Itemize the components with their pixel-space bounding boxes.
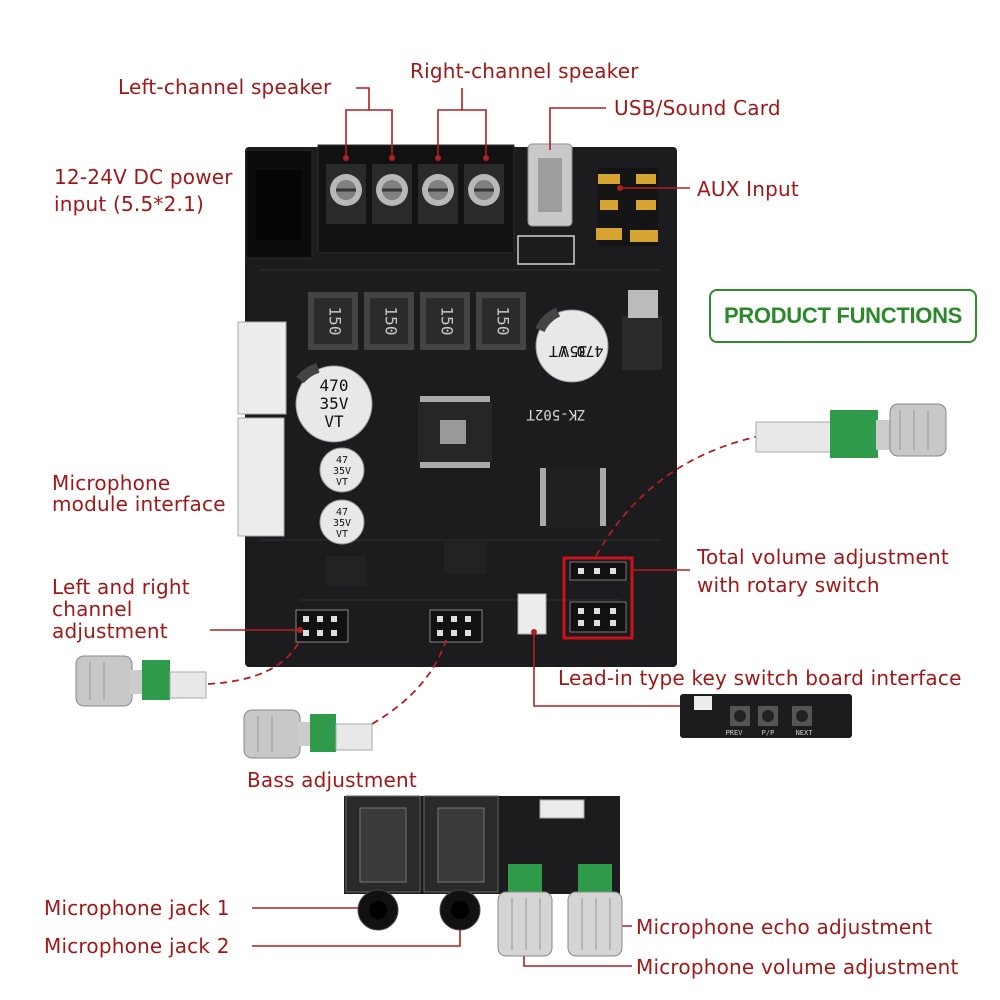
label-right-speaker: Right-channel speaker [410,59,639,83]
usb-port [527,143,573,227]
leader-left-speaker [345,87,393,158]
total-volume-header [562,556,634,640]
lr-channel-potentiometer [75,655,207,707]
leader-usb [549,107,606,150]
cap-voltage: 35V [560,342,587,360]
key-switch-board: PREV P/P NEXT [680,694,852,738]
cap-value: 470 [320,376,349,395]
label-mic-jack2: Microphone jack 2 [44,934,230,958]
dsp-ic-1 [326,556,366,586]
leader-right-speaker [437,88,487,158]
inductor-2: 150 [364,292,414,350]
amplifier-ic [418,396,492,468]
inductor-3: 150 [420,292,470,350]
svg-text:VT: VT [336,529,348,540]
inductor-1: 150 [308,292,358,350]
terminal-screw-2 [372,164,412,224]
dc-power-jack [245,149,313,259]
speaker-terminal-block [317,144,515,254]
svg-text:47: 47 [336,455,348,466]
volume-potentiometer [755,403,947,458]
bluetooth-ic [540,466,606,528]
microphone-board [344,795,623,957]
regulator-ic [622,290,662,370]
label-lr-line3: adjustment [52,619,168,643]
key-next-label: NEXT [796,729,814,737]
cap-series: VT [324,412,344,431]
terminal-screw-3 [418,164,458,224]
aux-jack [596,168,658,246]
board-model: ZK-502T [526,406,586,422]
capacitor-small-2: 47 35V VT [319,499,365,545]
key-prev-label: PREV [726,729,744,737]
label-mic-jack1: Microphone jack 1 [44,896,230,920]
inductor-mark: 150 [382,307,401,336]
leader-mic-jack2 [252,912,461,947]
product-functions-badge: PRODUCT FUNCTIONS [709,289,977,343]
label-lr-line2: channel [52,597,133,621]
mic-board-connector [539,799,585,819]
label-lr-line1: Left and right [52,575,190,599]
label-usb: USB/Sound Card [614,96,781,120]
svg-text:VT: VT [336,477,348,488]
label-bass: Bass adjustment [247,768,417,792]
leader-dashed-volume-pot [595,435,761,557]
inductor-mark: 150 [494,307,513,336]
key-board-connector [517,593,547,635]
leader-dashed-bass-pot [371,639,447,725]
lr-channel-header [295,609,349,643]
speaker-connector-white [237,321,287,415]
inductor-mark: 150 [438,307,457,336]
key-pp-label: P/P [762,729,775,737]
leader-key-board [533,632,680,707]
label-aux: AUX Input [697,177,799,201]
label-total-volume-line2: with rotary switch [697,573,880,597]
inductor-mark: 150 [326,307,345,336]
terminal-screw-4 [464,164,504,224]
mic-jack-2-housing [423,795,499,931]
terminal-screw-1 [326,164,366,224]
mic-jack-1-housing [345,795,421,931]
svg-text:47: 47 [336,507,348,518]
capacitor-large-left: 470 35V VT [295,363,373,443]
capacitor-large-right: 470 35V VT [535,307,609,383]
inductor-4: 150 [476,292,526,350]
capacitor-small-1: 47 35V VT [319,447,365,493]
label-left-speaker: Left-channel speaker [118,75,332,99]
label-mic-volume: Microphone volume adjustment [636,955,959,979]
svg-text:35V: 35V [333,518,351,529]
microphone-module-connector [237,417,285,537]
leader-dashed-lr-pot [207,639,301,685]
label-mic-echo: Microphone echo adjustment [636,915,933,939]
label-key-board: Lead-in type key switch board interface [558,666,962,690]
cap-series: VT [549,342,567,360]
inductor-row: 150 150 150 150 [308,292,526,350]
cap-value: 470 [576,342,603,360]
svg-text:35V: 35V [333,466,351,477]
label-power-line1: 12-24V DC power [54,165,233,189]
mic-echo-knob [567,864,623,957]
label-power-line2: input (5.5*2.1) [54,192,205,216]
bass-header [429,609,483,643]
label-mic-module-line1: Microphone [52,471,171,495]
mic-volume-knob [497,864,553,957]
label-mic-module-line2: module interface [52,492,226,516]
gpio-header [517,235,575,265]
dsp-ic-2 [444,542,486,574]
cap-voltage: 35V [320,394,349,413]
bass-potentiometer [243,709,373,759]
label-total-volume-line1: Total volume adjustment [697,545,949,569]
